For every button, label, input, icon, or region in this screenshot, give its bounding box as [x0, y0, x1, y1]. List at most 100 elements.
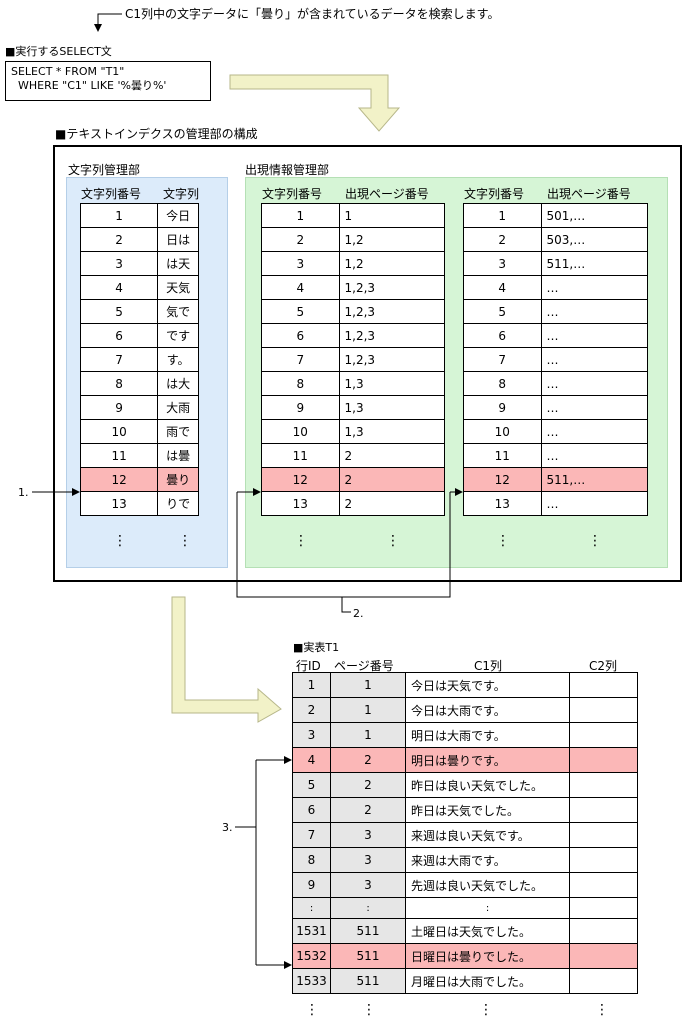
c1-cell: 昨日は良い天気でした。	[405, 772, 570, 798]
c2-cell	[569, 872, 638, 898]
step-1-label: 1.	[18, 486, 29, 499]
string-number-cell: 8	[463, 371, 542, 396]
value-cell: 日は	[157, 227, 199, 252]
string-number-cell: 8	[261, 371, 340, 396]
c2-cell	[569, 918, 638, 944]
string-number-cell: 4	[261, 275, 340, 300]
table-row: 7…	[463, 347, 648, 372]
continuation-dots: ⋮	[386, 533, 400, 549]
page-number-cell: 3	[330, 822, 406, 848]
table-row: 6…	[463, 323, 648, 348]
c1-cell: 来週は良い天気です。	[405, 822, 570, 848]
string-number-cell: 5	[261, 299, 340, 324]
row-id-cell: 1531	[292, 918, 331, 944]
occurrence-management-label: 出現情報管理部	[245, 163, 330, 177]
value-cell: 今日	[157, 203, 199, 228]
string-number-cell: 6	[79, 323, 159, 348]
page-number-cell: 3	[330, 847, 406, 873]
string-number-cell: 11	[463, 443, 542, 468]
table-row: :::	[292, 897, 638, 919]
value-cell: …	[540, 347, 648, 372]
string-number-cell: 11	[79, 443, 159, 468]
row-id-cell: 1533	[292, 968, 331, 994]
value-cell: 1,3	[338, 419, 446, 444]
value-cell: 1,3	[338, 371, 446, 396]
string-number-cell: 9	[79, 395, 159, 420]
page-number-cell: 511	[330, 968, 406, 994]
value-cell: …	[540, 371, 648, 396]
continuation-dots: ⋮	[294, 533, 308, 549]
value-cell: は曇	[157, 443, 199, 468]
page-number-cell: 1	[330, 697, 406, 723]
t1-header-page: ページ番号	[334, 659, 394, 673]
value-cell: 雨で	[157, 419, 199, 444]
string-number-cell: 10	[79, 419, 159, 444]
sql-statement-box: SELECT * FROM "T1" WHERE "C1" LIKE '%曇り%…	[5, 61, 211, 101]
step-2-label: 2.	[353, 607, 364, 620]
continuation-dots: ⋮	[113, 533, 127, 549]
string-number-cell: 13	[261, 491, 340, 516]
c1-cell: 土曜日は天気でした。	[405, 918, 570, 944]
select-heading: ■実行するSELECT文	[5, 45, 112, 58]
search-purpose-note: C1列中の文字データに「曇り」が含まれているデータを検索します。	[125, 7, 500, 21]
value-cell: …	[540, 443, 648, 468]
row-id-cell: 4	[292, 747, 331, 773]
continuation-dots: ⋮	[595, 1002, 609, 1018]
value-cell: 1,2,3	[338, 347, 446, 372]
page-number-cell: 1	[330, 672, 406, 698]
value-cell: …	[540, 491, 648, 516]
value-cell: 大雨	[157, 395, 199, 420]
value-cell: 1,2	[338, 227, 446, 252]
value-cell: 2	[338, 491, 446, 516]
table-row: 5…	[463, 299, 648, 324]
sql-line-1: SELECT * FROM "T1"	[11, 65, 125, 78]
page-number-cell: 2	[330, 772, 406, 798]
value-cell: は天	[157, 251, 199, 276]
continuation-dots: ⋮	[496, 533, 510, 549]
value-cell: りで	[157, 491, 199, 516]
step-3-label: 3.	[222, 821, 233, 834]
note-pointer-arrow	[94, 13, 122, 32]
value-cell: 501,…	[540, 203, 648, 228]
row-id-cell: :	[292, 897, 331, 919]
guide-arrow-to-table	[171, 596, 282, 723]
continuation-dots: ⋮	[479, 1002, 493, 1018]
string-number-cell: 4	[463, 275, 542, 300]
c1-cell: 日曜日は曇りでした。	[405, 943, 570, 969]
c1-cell: 今日は大雨です。	[405, 697, 570, 723]
row-id-cell: 9	[292, 872, 331, 898]
table-row: 11…	[463, 443, 648, 468]
occ-table2-header-pages: 出現ページ番号	[547, 187, 631, 201]
continuation-dots: ⋮	[588, 533, 602, 549]
step-2-connector	[236, 492, 451, 598]
value-cell: 511,…	[540, 251, 648, 276]
c1-cell: 明日は曇りです。	[405, 747, 570, 773]
value-cell: …	[540, 395, 648, 420]
